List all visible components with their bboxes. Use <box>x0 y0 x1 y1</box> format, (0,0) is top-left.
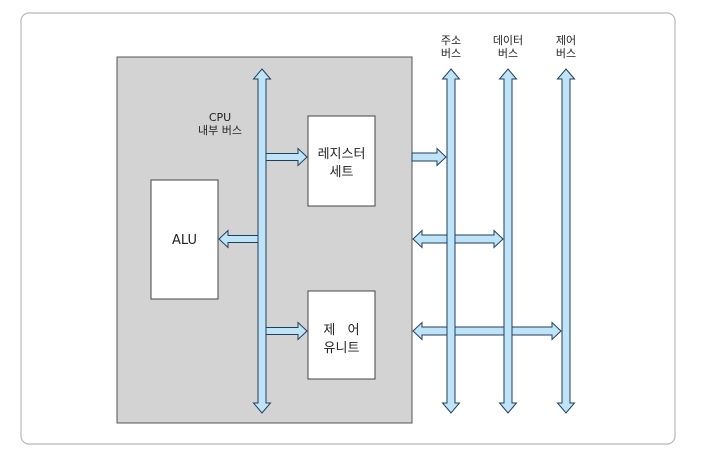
alu-box <box>150 179 219 300</box>
internal-bus-arrow <box>252 68 272 414</box>
register-to-address-bus-arrow <box>411 147 447 167</box>
control-bus-arrow <box>556 68 576 414</box>
control-unit-label-line2: 유니트 <box>324 341 360 356</box>
register-set-box <box>307 115 376 207</box>
cpu-to-data-bus-arrow <box>412 229 504 249</box>
control-bus-label-line2: 버스 <box>556 47 576 60</box>
data-bus-label-line2: 버스 <box>498 47 518 60</box>
internal-bus-label: 내부 버스 <box>198 124 242 137</box>
control-bus-label-line1: 제어 <box>556 34 576 47</box>
control-unit-label-line1: 제 어 <box>323 323 359 338</box>
address-bus-label-line2: 버스 <box>441 47 461 60</box>
cpu-to-control-bus-arrow <box>412 321 562 341</box>
bus-group <box>218 68 576 414</box>
internal-bus-to-control-unit-arrow <box>261 321 308 341</box>
address-bus-label-line1: 주소 <box>441 34 461 47</box>
data-bus-arrow <box>498 68 518 414</box>
internal-bus-to-register-arrow <box>261 147 308 167</box>
address-bus-arrow <box>441 68 461 414</box>
register-set-label-line2: 세트 <box>330 165 354 180</box>
register-set-label-line1: 레지스터 <box>318 147 366 162</box>
alu-label: ALU <box>172 233 197 248</box>
cpu-label: CPU <box>209 111 231 124</box>
control-unit-box <box>307 290 376 380</box>
data-bus-label-line1: 데이터 <box>493 34 523 47</box>
